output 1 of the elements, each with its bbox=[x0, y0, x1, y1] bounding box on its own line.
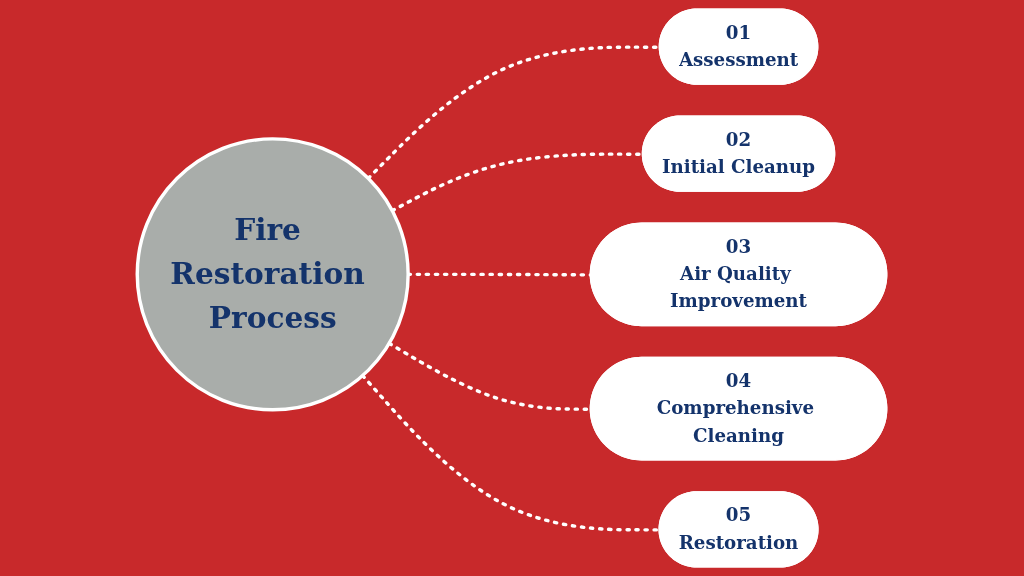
node-circle: Fire Restoration Process bbox=[135, 137, 410, 412]
